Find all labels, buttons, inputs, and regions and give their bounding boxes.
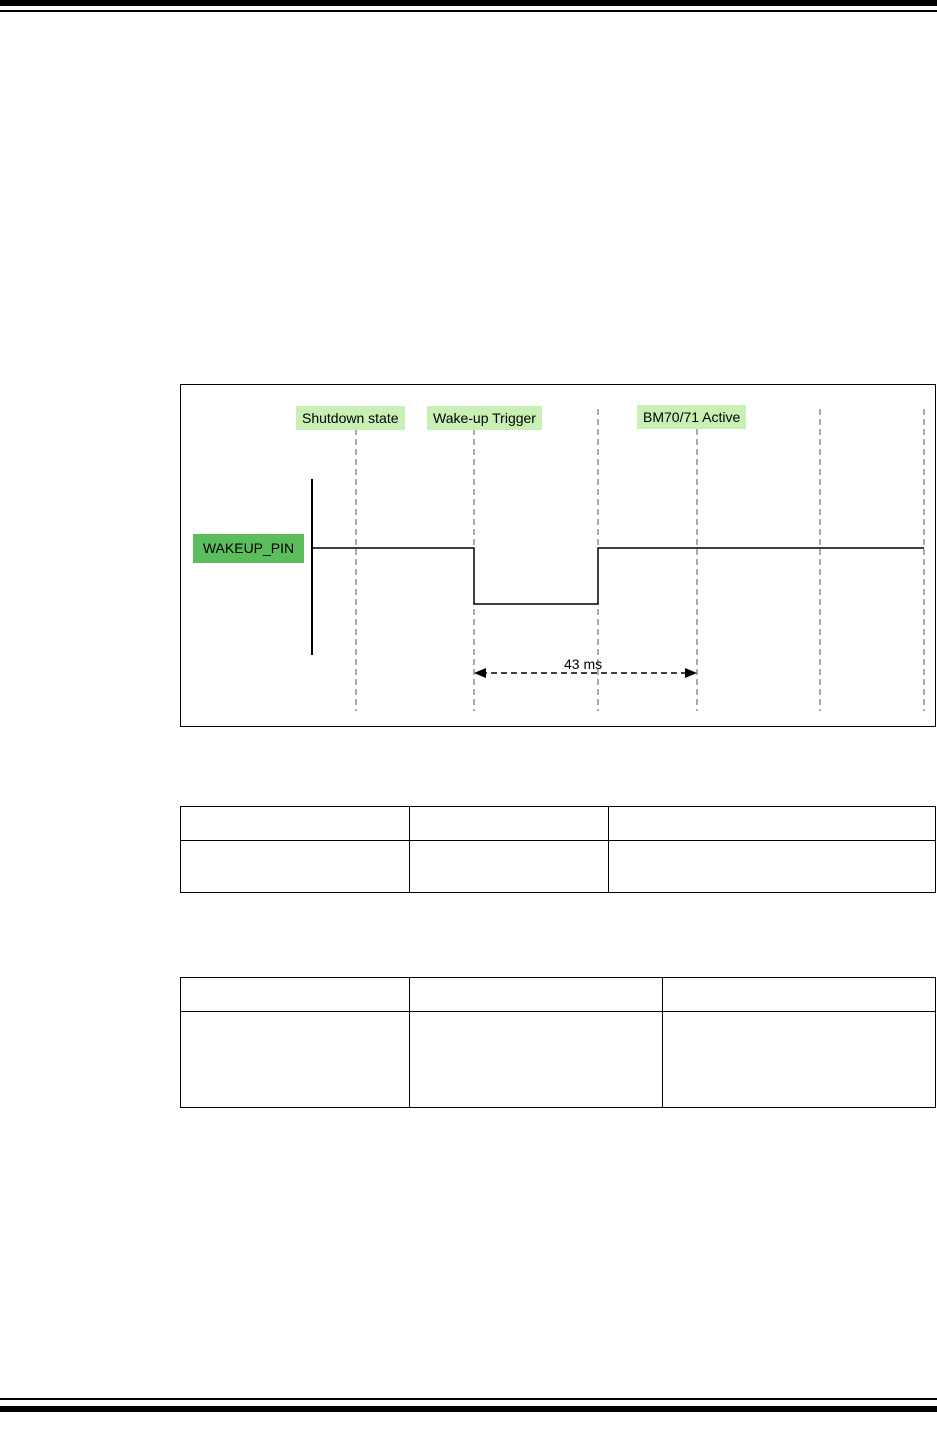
table-cell	[662, 1011, 936, 1108]
marker-label-trigger: Wake-up Trigger	[427, 406, 542, 430]
table-cell	[608, 806, 936, 841]
duration-arrow-right-head	[685, 668, 697, 678]
table-cell	[662, 977, 936, 1012]
wakeup-pin-waveform	[312, 547, 924, 605]
table-cell	[180, 977, 410, 1012]
table-row	[180, 977, 936, 1012]
table-cell	[409, 1011, 663, 1108]
table-cell	[180, 840, 410, 893]
duration-label: 43 ms	[564, 656, 603, 672]
table-row	[180, 840, 936, 893]
table-cell	[608, 840, 936, 893]
top-rule-thin	[0, 10, 937, 12]
marker-label-shutdown: Shutdown state	[296, 406, 405, 430]
top-rule-thick	[0, 0, 937, 6]
marker-label-active: BM70/71 Active	[637, 405, 747, 429]
table-cell	[409, 840, 609, 893]
table-row	[180, 806, 936, 841]
table-cell	[409, 806, 609, 841]
timing-diagram: Shutdown state Wake-up Trigger BM70/71 A…	[180, 384, 936, 727]
duration-arrow-left-head	[474, 668, 486, 678]
timing-diagram-graphic	[311, 409, 925, 711]
table-row	[180, 1011, 936, 1108]
signal-label-wakeup-pin: WAKEUP_PIN	[193, 534, 304, 563]
table-cell	[409, 977, 663, 1012]
bottom-rule-thick	[0, 1406, 937, 1412]
table-cell	[180, 1011, 410, 1108]
table-2	[180, 977, 936, 1108]
table-cell	[180, 806, 410, 841]
bottom-rule-thin	[0, 1398, 937, 1400]
table-1	[180, 806, 936, 893]
